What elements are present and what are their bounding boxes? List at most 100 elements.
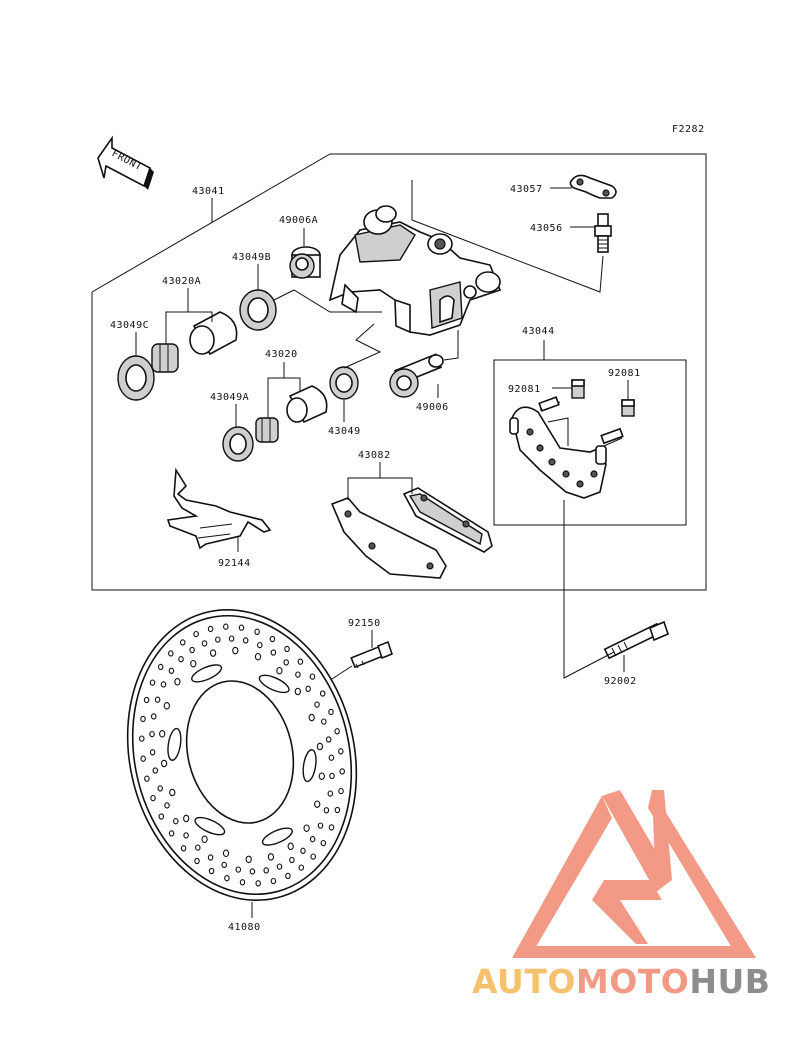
label-41080: 41080: [228, 922, 261, 933]
disc-perforation: [201, 835, 208, 844]
disc-perforation: [163, 702, 170, 710]
label-43049A: 43049A: [210, 392, 249, 403]
disc-perforation: [149, 749, 156, 756]
bracket-box: [493, 359, 687, 526]
disc-perforation: [180, 845, 187, 852]
slide-pin-boot-upper: [289, 246, 321, 279]
disc-perforation: [160, 681, 167, 688]
disc-perforation: [193, 630, 199, 638]
bracket-pin-upper: [538, 396, 560, 412]
disc-perforation: [160, 759, 168, 768]
label-43049B: 43049B: [232, 252, 271, 263]
disc-perforation: [168, 667, 175, 674]
label-43049: 43049: [328, 426, 361, 437]
piston-seal-43049B: [239, 289, 277, 331]
piston-43020A: [189, 311, 238, 356]
disc-perforation: [308, 713, 315, 722]
bleeder-valve: [594, 213, 612, 253]
disc-perforation: [140, 715, 146, 723]
label-92144: 92144: [218, 558, 251, 569]
label-43057: 43057: [510, 184, 543, 195]
disc-perforation: [303, 824, 310, 832]
disc-perforation: [152, 767, 159, 774]
disc-perforation: [294, 687, 301, 696]
disc-perforation: [208, 867, 215, 875]
rubber-boot-92081-left: [571, 379, 585, 399]
disc-perforation: [178, 656, 184, 663]
disc-perforation: [164, 802, 170, 809]
disc-perforation: [158, 813, 165, 820]
disc-perforation: [300, 847, 306, 854]
disc-perforation: [316, 742, 324, 751]
bracket-pin-lower: [600, 427, 624, 445]
disc-perforation: [239, 879, 246, 886]
disc-perforation: [245, 855, 252, 864]
disc-perforation: [209, 649, 217, 657]
disc-perforation: [150, 713, 157, 720]
disc-perforation: [257, 641, 263, 649]
caliper-mounting-bolt: [603, 620, 669, 660]
disc-perforation: [144, 775, 150, 782]
watermark-logo-icon: [512, 790, 756, 958]
disc-perforation: [269, 635, 276, 643]
disc-perforation: [207, 854, 214, 861]
disc-perforation: [328, 824, 335, 831]
label-92081-right: 92081: [608, 368, 641, 379]
rubber-boot-92081-right: [621, 399, 635, 417]
disc-perforation: [174, 678, 181, 686]
brand-auto: AUTO: [472, 962, 576, 1001]
disc-perforation: [215, 636, 221, 643]
disc-perforation: [338, 787, 344, 795]
slide-pin-boot-lower: [389, 353, 444, 398]
disc-perforation: [270, 649, 277, 656]
piston-seal-43049: [329, 366, 359, 400]
disc-perforation: [168, 830, 175, 837]
disc-perforation: [173, 818, 179, 825]
disc-perforation: [323, 807, 330, 814]
disc-perforation: [309, 673, 316, 680]
disc-perforation: [310, 853, 316, 860]
disc-perforation: [298, 864, 305, 871]
disc-slot: [167, 727, 182, 761]
disc-perforation: [168, 650, 174, 657]
label-92150: 92150: [348, 618, 381, 629]
disc-perforation: [143, 696, 150, 704]
disc-perforation: [232, 646, 239, 655]
disc-perforation: [235, 866, 242, 873]
disc-perforation: [317, 822, 324, 829]
disc-bolt: [350, 640, 393, 669]
caliper-assembly-outline: [91, 153, 707, 591]
disc-perforation: [139, 735, 145, 742]
disc-perforation: [222, 849, 230, 858]
label-49006: 49006: [416, 402, 449, 413]
disc-perforation: [249, 868, 256, 875]
disc-perforation: [320, 839, 327, 847]
dust-seal-43049A: [222, 426, 254, 462]
disc-perforation: [201, 640, 208, 647]
disc-perforation: [314, 701, 320, 708]
disc-perforation: [189, 646, 195, 654]
disc-perforation: [287, 842, 294, 851]
disc-perforation: [285, 872, 291, 880]
brand-moto: MOTO: [575, 962, 690, 1001]
label-43041: 43041: [192, 186, 225, 197]
disc-perforation: [242, 637, 249, 644]
front-arrow-icon: FRONT: [97, 135, 154, 190]
disc-perforation: [157, 785, 163, 792]
disc-perforation: [195, 844, 201, 851]
disc-perforation: [325, 736, 332, 743]
disc-perforation: [309, 836, 316, 843]
disc-perforation: [224, 875, 230, 882]
disc-perforation: [159, 730, 166, 738]
disc-perforation: [276, 863, 283, 870]
disc-perforation: [149, 730, 155, 738]
disc-perforation: [228, 635, 235, 642]
brake-pad-front: [402, 487, 493, 553]
disc-perforation: [254, 628, 260, 635]
disc-slot: [194, 816, 226, 836]
disc-perforation: [194, 857, 200, 865]
disc-perforation: [207, 625, 214, 633]
label-49006A: 49006A: [279, 215, 318, 226]
label-43049C: 43049C: [110, 320, 149, 331]
disc-perforation: [338, 748, 344, 755]
